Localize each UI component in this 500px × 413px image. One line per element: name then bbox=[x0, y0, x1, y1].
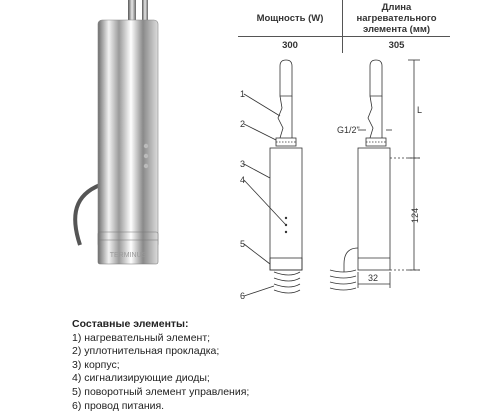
callout-1: 1 bbox=[240, 89, 245, 99]
legend-item: 3) корпус; bbox=[72, 358, 120, 371]
legend-item: 2) уплотнительная прокладка; bbox=[72, 345, 220, 358]
drawing-left-view: 1 2 3 4 5 6 bbox=[240, 59, 303, 301]
dim-length-label: L bbox=[417, 105, 422, 115]
table-row: 300 305 bbox=[238, 36, 450, 53]
callout-3: 3 bbox=[240, 159, 245, 169]
legend-item: 5) поворотный элемент управления; bbox=[72, 385, 250, 398]
technical-drawing: 1 2 3 4 5 6 G1/2" L 124 bbox=[240, 59, 422, 301]
components-legend: Составные элементы: 1) нагревательный эл… bbox=[72, 318, 249, 413]
legend-item: 1) нагревательный элемент; bbox=[72, 331, 211, 344]
drawing-right-view: G1/2" L 124 32 bbox=[329, 59, 422, 291]
thread-label: G1/2" bbox=[337, 125, 360, 135]
power-header: Мощность (W) bbox=[238, 0, 343, 37]
legend-item: 4) сигнализирующие диоды; bbox=[72, 372, 210, 385]
product-photo: TERMINUS bbox=[73, 0, 159, 265]
callout-6: 6 bbox=[240, 291, 245, 301]
spec-table: Мощность (W) Длина нагревательного элеме… bbox=[238, 0, 450, 53]
power-value: 300 bbox=[238, 36, 343, 53]
legend-title: Составные элементы: bbox=[72, 318, 189, 330]
brand-text: TERMINUS bbox=[110, 252, 147, 259]
dim-diameter-label: 32 bbox=[368, 273, 378, 283]
callout-4: 4 bbox=[240, 175, 245, 185]
length-header: Длина нагревательного элемента (мм) bbox=[342, 0, 450, 37]
length-value: 305 bbox=[388, 39, 405, 51]
led-indicators bbox=[143, 143, 149, 169]
dim-body-label: 124 bbox=[410, 208, 420, 223]
callout-2: 2 bbox=[240, 119, 245, 129]
legend-item: 6) провод питания. bbox=[72, 399, 165, 412]
callout-5: 5 bbox=[240, 239, 245, 249]
